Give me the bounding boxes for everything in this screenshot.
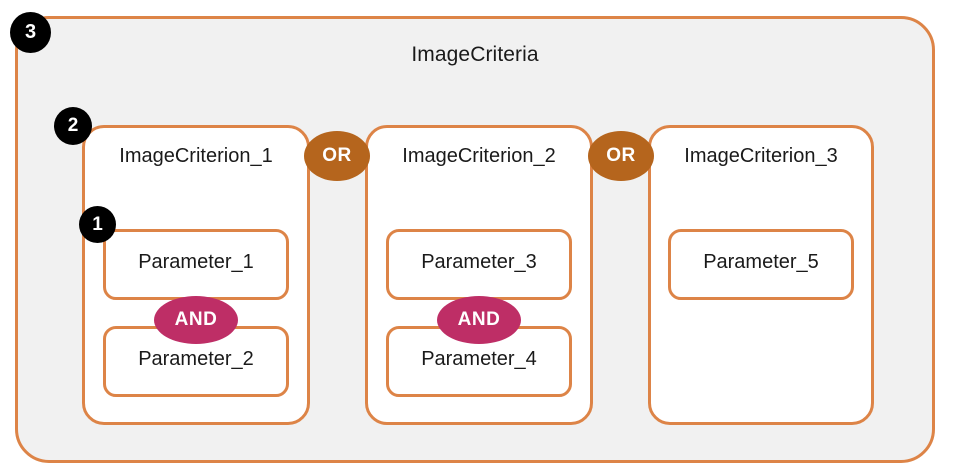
parameter-5-label: Parameter_5 xyxy=(703,251,819,273)
image-criterion-2-title: ImageCriterion_2 xyxy=(402,145,556,167)
image-criterion-2-box[interactable]: ImageCriterion_2 Parameter_3 AND Paramet… xyxy=(365,125,593,425)
parameter-box-1[interactable]: Parameter_1 xyxy=(103,229,289,300)
step-badge-3: 3 xyxy=(10,12,51,53)
step-badge-2: 2 xyxy=(54,107,92,145)
parameter-2-label: Parameter_2 xyxy=(138,348,254,370)
parameter-box-5[interactable]: Parameter_5 xyxy=(668,229,854,300)
image-criterion-3-box[interactable]: ImageCriterion_3 Parameter_5 xyxy=(648,125,874,425)
image-criterion-1-box[interactable]: ImageCriterion_1 Parameter_1 AND Paramet… xyxy=(82,125,310,425)
parameter-box-2[interactable]: Parameter_2 xyxy=(103,326,289,397)
or-connector-1: OR xyxy=(304,131,370,181)
image-criteria-title: ImageCriteria xyxy=(411,43,539,66)
step-badge-1: 1 xyxy=(79,206,116,243)
and-connector-criterion-2: AND xyxy=(437,296,521,344)
image-criterion-1-title: ImageCriterion_1 xyxy=(119,145,273,167)
parameter-box-3[interactable]: Parameter_3 xyxy=(386,229,572,300)
and-connector-criterion-1: AND xyxy=(154,296,238,344)
parameter-3-label: Parameter_3 xyxy=(421,251,537,273)
or-connector-2: OR xyxy=(588,131,654,181)
parameter-4-label: Parameter_4 xyxy=(421,348,537,370)
image-criterion-3-title: ImageCriterion_3 xyxy=(684,145,838,167)
parameter-1-label: Parameter_1 xyxy=(138,251,254,273)
